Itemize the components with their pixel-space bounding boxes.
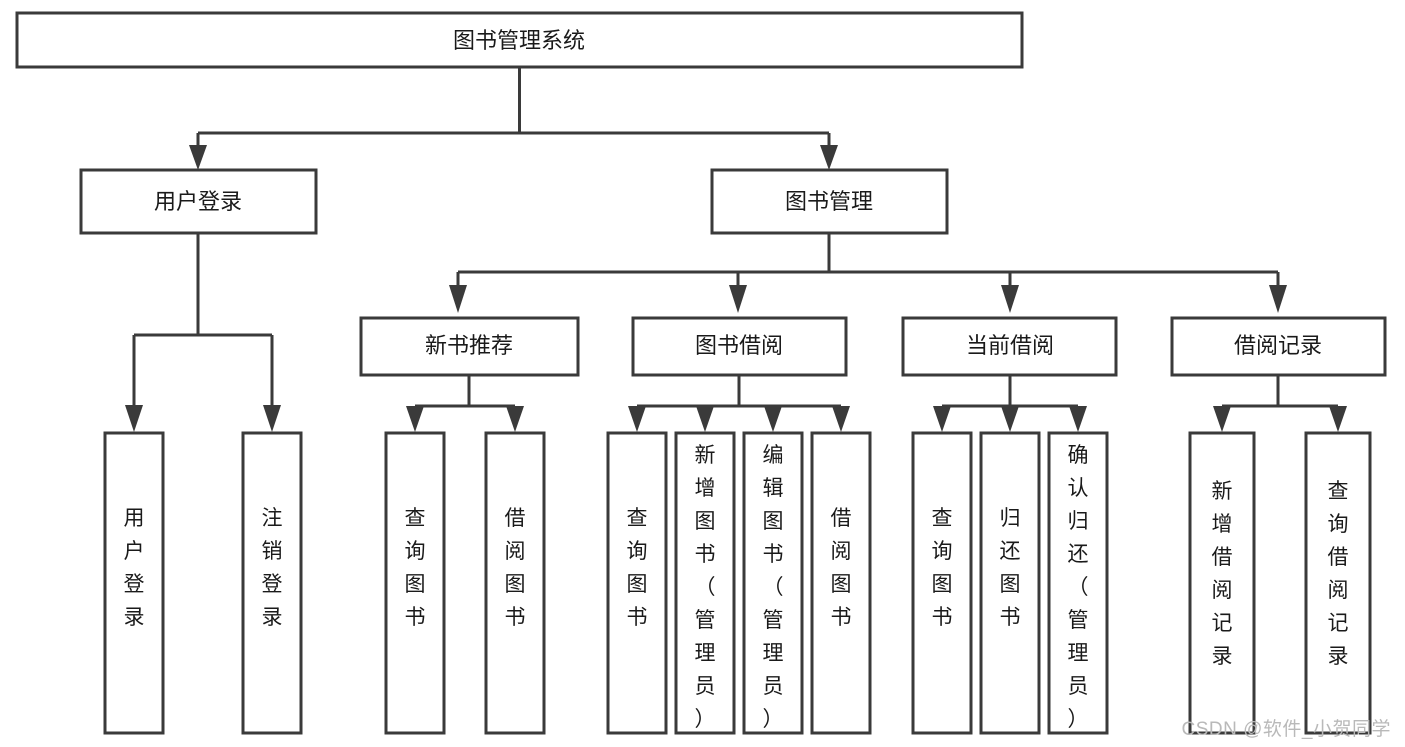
arrow-head-new-book [449, 285, 467, 313]
leaf-book-borrow-borrow[interactable]: 借阅图书 [810, 431, 872, 735]
leaf-user-login-logout-box [241, 431, 303, 735]
leaf-new-book-query[interactable]: 查询图书 [384, 431, 446, 735]
arrow-head-leaf-borrow-record-2 [1329, 406, 1347, 432]
leaf-book-borrow-add-label: 新增图书（管理员） [695, 444, 716, 731]
leaf-borrow-record-query[interactable]: 查询借阅记录 [1304, 431, 1372, 735]
arrow-head-book-mgmt [820, 145, 838, 170]
arrow-head-leaf-current-borrow-2 [1001, 406, 1019, 432]
arrow-head-leaf-book-borrow-1 [628, 406, 646, 432]
leaf-current-borrow-query-label: 查询图书 [932, 507, 953, 629]
arrow-head-leaf-book-borrow-2 [696, 406, 714, 432]
leaf-current-borrow-confirm-box [1047, 431, 1109, 735]
leaf-new-book-borrow-box [484, 431, 546, 735]
arrow-head-leaf-user-login-2 [263, 405, 281, 432]
leaf-book-borrow-query[interactable]: 查询图书 [606, 431, 668, 735]
leaf-book-borrow-edit-box [742, 431, 804, 735]
leaf-current-borrow-return-box [979, 431, 1041, 735]
node-book-borrow[interactable]: 图书借阅 [631, 316, 848, 377]
leaf-user-login-login[interactable]: 用户登录 [103, 431, 165, 735]
arrow-head-leaf-current-borrow-1 [933, 406, 951, 432]
arrow-head-leaf-user-login-1 [125, 405, 143, 432]
leaf-current-borrow-return-label: 归还图书 [1000, 507, 1021, 629]
node-current-borrow-box [901, 316, 1118, 377]
node-new-book-recommend-box [359, 316, 580, 377]
arrow-head-user-login [189, 145, 207, 170]
leaf-book-borrow-edit[interactable]: 编辑图书（管理员） [742, 431, 804, 735]
leaf-borrow-record-add-box [1188, 431, 1256, 735]
arrow-head-leaf-current-borrow-3 [1069, 406, 1087, 432]
leaf-book-borrow-borrow-box [810, 431, 872, 735]
leaf-current-borrow-confirm[interactable]: 确认归还（管理员） [1047, 431, 1109, 735]
leaf-new-book-query-box [384, 431, 446, 735]
arrow-head-borrow-record [1269, 285, 1287, 313]
node-borrow-record-label: 借阅记录 [1234, 333, 1322, 358]
node-current-borrow[interactable]: 当前借阅 [901, 316, 1118, 377]
node-current-borrow-label: 当前借阅 [966, 333, 1054, 358]
leaf-current-borrow-query[interactable]: 查询图书 [911, 431, 973, 735]
node-root-box [15, 11, 1024, 69]
node-book-management-box [710, 168, 949, 235]
node-new-book-recommend-label: 新书推荐 [425, 333, 513, 358]
leaf-book-borrow-borrow-label: 借阅图书 [831, 507, 852, 629]
leaf-user-login-login-box [103, 431, 165, 735]
leaf-user-login-login-label: 用户登录 [124, 507, 145, 629]
node-borrow-record-box [1170, 316, 1387, 377]
leaf-current-borrow-query-box [911, 431, 973, 735]
node-book-management[interactable]: 图书管理 [710, 168, 949, 235]
node-user-login[interactable]: 用户登录 [79, 168, 318, 235]
leaf-book-borrow-add[interactable]: 新增图书（管理员） [674, 431, 736, 735]
node-user-login-box [79, 168, 318, 235]
arrow-head-leaf-book-borrow-3 [764, 406, 782, 432]
node-book-management-label: 图书管理 [785, 189, 873, 214]
leaf-user-login-logout-label: 注销登录 [262, 507, 283, 629]
arrow-head-leaf-borrow-record-1 [1213, 406, 1231, 432]
leaf-borrow-record-add-label: 新增借阅记录 [1212, 480, 1233, 668]
leaf-new-book-borrow[interactable]: 借阅图书 [484, 431, 546, 735]
leaf-borrow-record-query-box [1304, 431, 1372, 735]
leaf-book-borrow-query-label: 查询图书 [627, 507, 648, 629]
connector-layer [125, 67, 1347, 432]
leaf-current-borrow-confirm-label: 确认归还（管理员） [1068, 444, 1089, 731]
node-root-label: 图书管理系统 [453, 28, 585, 53]
leaf-book-borrow-query-box [606, 431, 668, 735]
arrow-head-current-borrow [1001, 285, 1019, 313]
leaf-user-login-logout[interactable]: 注销登录 [241, 431, 303, 735]
node-user-login-label: 用户登录 [154, 189, 242, 214]
leaf-book-borrow-edit-label: 编辑图书（管理员） [763, 444, 784, 731]
leaf-borrow-record-query-label: 查询借阅记录 [1328, 480, 1349, 668]
node-book-borrow-label: 图书借阅 [695, 333, 783, 358]
node-new-book-recommend[interactable]: 新书推荐 [359, 316, 580, 377]
arrow-head-leaf-book-borrow-4 [832, 406, 850, 432]
leaf-new-book-query-label: 查询图书 [405, 507, 426, 629]
node-borrow-record[interactable]: 借阅记录 [1170, 316, 1387, 377]
csdn-watermark: CSDN @软件_小贺同学 [1181, 719, 1391, 740]
leaf-current-borrow-return[interactable]: 归还图书 [979, 431, 1041, 735]
arrow-head-leaf-new-book-1 [406, 406, 424, 432]
node-root-book-management-system[interactable]: 图书管理系统 [15, 11, 1024, 69]
node-book-borrow-box [631, 316, 848, 377]
arrow-head-book-borrow [729, 285, 747, 313]
arrow-head-leaf-new-book-2 [506, 406, 524, 432]
leaf-borrow-record-add[interactable]: 新增借阅记录 [1188, 431, 1256, 735]
leaf-new-book-borrow-label: 借阅图书 [505, 507, 526, 629]
leaf-book-borrow-add-box [674, 431, 736, 735]
